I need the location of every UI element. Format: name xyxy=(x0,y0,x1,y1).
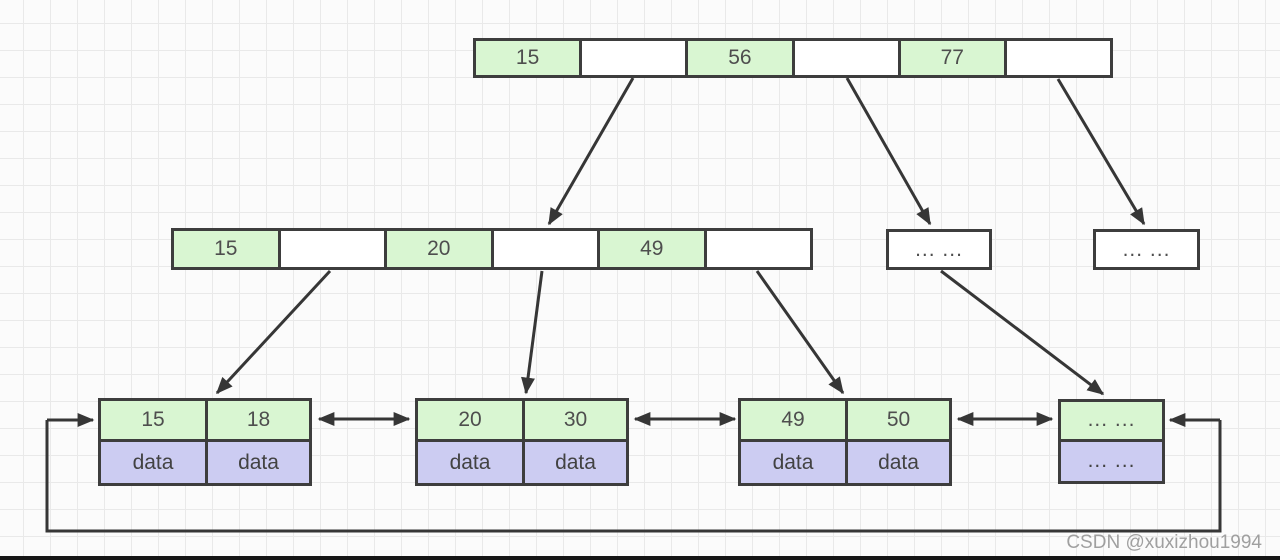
leaf-2-key-1: 20 xyxy=(418,401,522,442)
root-pointer-cell-1 xyxy=(579,41,686,75)
arrow-root-to-internal xyxy=(547,77,635,226)
internal-pointer-cell-2 xyxy=(490,231,597,267)
leaf-2-key-2: 30 xyxy=(522,401,626,442)
leaf-1-key-1: 15 xyxy=(101,401,205,442)
internal-pointer-cell-3 xyxy=(703,231,810,267)
root-pointer-cell-2 xyxy=(791,41,898,75)
root-key-cell-1: 15 xyxy=(476,41,580,75)
internal-node: 15 20 49 xyxy=(171,228,813,270)
internal-key-cell-1: 15 xyxy=(174,231,278,267)
leaf-3-key-1: 49 xyxy=(741,401,845,442)
leaf-node-2: 20 30 data data xyxy=(415,398,629,486)
leaf-3-key-2: 50 xyxy=(845,401,949,442)
root-pointer-cell-3 xyxy=(1003,41,1111,75)
internal-key-cell-3: 49 xyxy=(597,231,704,267)
leaf-4-data: ... ... xyxy=(1061,441,1162,481)
arrow-overflow-to-leaf-4 xyxy=(940,269,1105,396)
arrow-internal-to-leaf-1 xyxy=(215,269,332,395)
overflow-node-2-label: ... ... xyxy=(1096,232,1197,267)
leaf-1-key-2: 18 xyxy=(205,401,309,442)
arrow-root-to-overflow-2 xyxy=(1056,78,1146,226)
leaf-2-data-1: data xyxy=(418,442,522,483)
csdn-watermark: CSDN @xuxizhou1994 xyxy=(1066,532,1262,553)
root-key-cell-3: 77 xyxy=(897,41,1004,75)
arrow-root-to-overflow-1 xyxy=(845,77,932,226)
leaf-4-key: ... ... xyxy=(1061,402,1162,442)
leaf-node-4: ... ... ... ... xyxy=(1058,399,1165,484)
root-node: 15 56 77 xyxy=(473,38,1113,78)
overflow-node-2: ... ... xyxy=(1093,229,1200,270)
arrow-internal-to-leaf-3 xyxy=(755,270,845,395)
leaf-2-data-2: data xyxy=(522,442,626,483)
leaf-3-data-2: data xyxy=(845,442,949,483)
leaf-3-data-1: data xyxy=(741,442,845,483)
internal-key-cell-2: 20 xyxy=(384,231,491,267)
leaf-1-data-2: data xyxy=(205,442,309,483)
leaf-1-data-1: data xyxy=(101,442,205,483)
overflow-node-1: ... ... xyxy=(886,229,992,270)
bottom-edge-bar xyxy=(0,556,1280,560)
overflow-node-1-label: ... ... xyxy=(889,232,989,267)
arrow-internal-to-leaf-2 xyxy=(521,270,544,395)
leaf-node-3: 49 50 data data xyxy=(738,398,952,486)
leaf-node-1: 15 18 data data xyxy=(98,398,312,486)
root-key-cell-2: 56 xyxy=(685,41,792,75)
internal-pointer-cell-1 xyxy=(277,231,384,267)
